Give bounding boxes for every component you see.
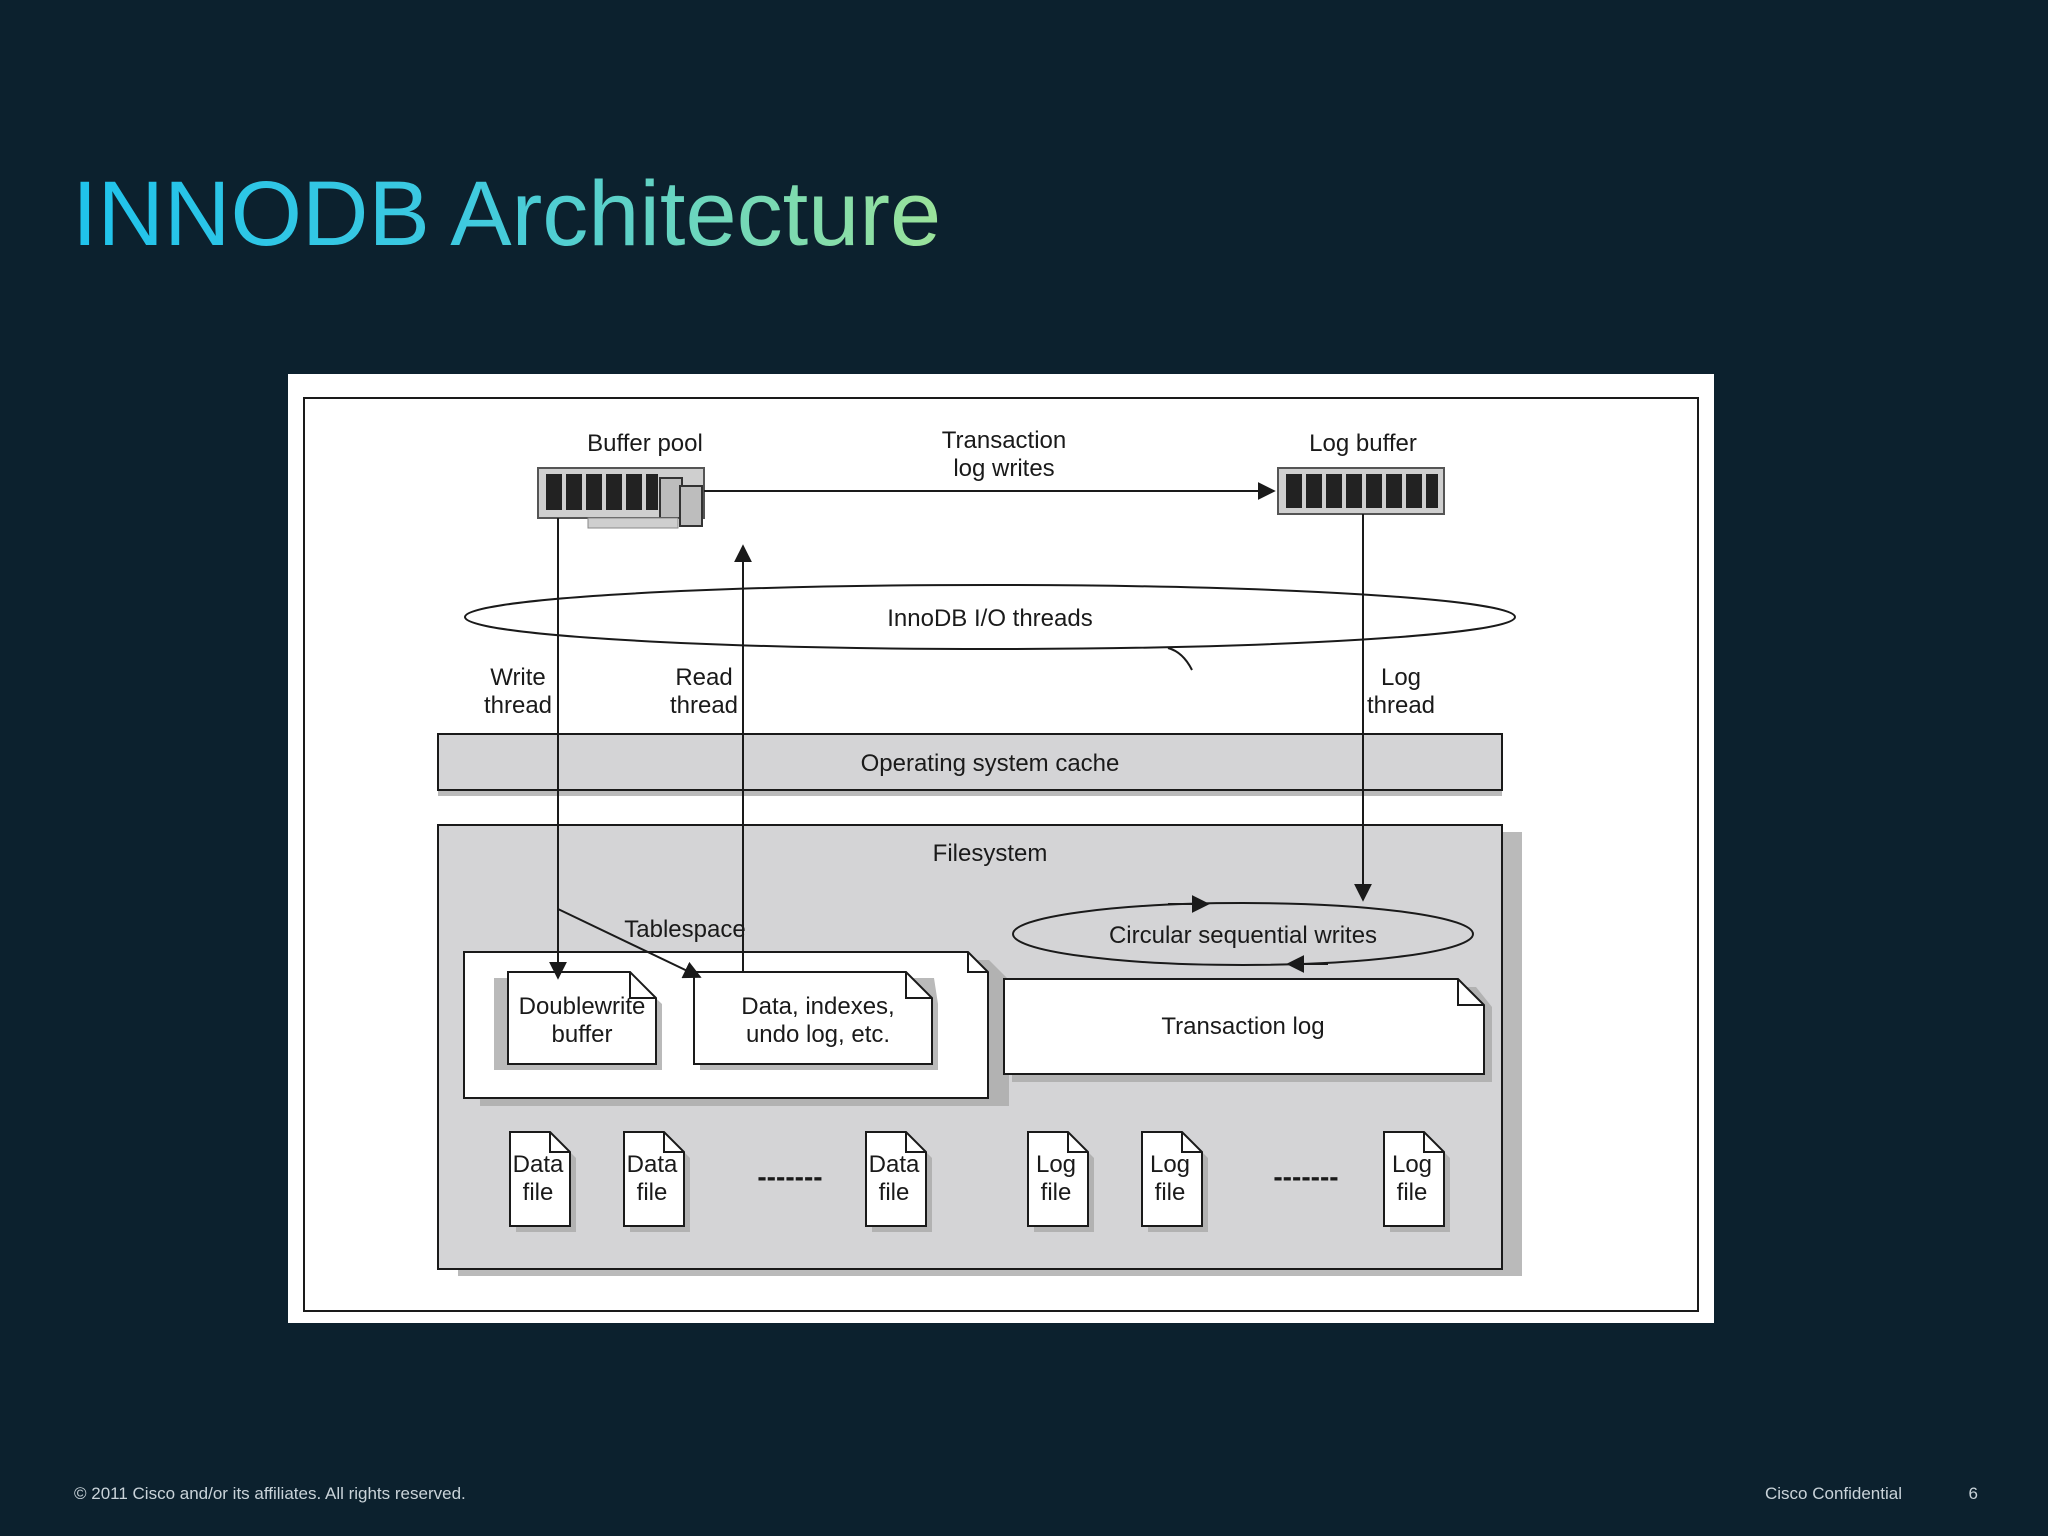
log-buffer-icon [1277,467,1445,515]
slide-title: INNODB Architecture [72,163,942,265]
log-file-1-label-line2: file [1041,1179,1072,1206]
write-to-data-arrow [557,908,702,979]
doublewrite-buffer-label-line2: buffer [552,1021,613,1048]
data-file-1-label-line2: file [523,1179,554,1206]
io-threads-ellipse [464,584,1516,650]
log-file-2: Log file [1141,1131,1208,1232]
data-file-2-label-line1: Data [627,1151,678,1178]
buffer-pool-label: Buffer pool [587,430,703,457]
data-file-3-label-line2: file [879,1179,910,1206]
filesystem-label: Filesystem [933,840,1048,867]
write-thread-label-line1: Write [490,664,546,691]
data-file-2: Data file [623,1131,690,1232]
data-files-ellipsis: ------- [757,1161,822,1192]
tablespace-label: Tablespace [624,916,745,943]
data-indexes-box [693,971,933,1065]
log-file-1-label-line1: Log [1036,1151,1076,1178]
os-cache-label: Operating system cache [861,750,1120,777]
page-number: 6 [1968,1484,1978,1503]
data-indexes-label-line2: undo log, etc. [746,1021,890,1048]
innodb-architecture-diagram: Buffer pool Transaction log writes Log b… [288,374,1714,1323]
transaction-log-box [1003,978,1485,1075]
log-thread-label-line2: thread [1367,692,1435,719]
read-thread-label-line1: Read [675,664,732,691]
transaction-log-writes-label-line1: Transaction [942,427,1067,454]
log-thread-label-line1: Log [1381,664,1421,691]
data-file-1-label-line1: Data [513,1151,564,1178]
data-file-3-label-line1: Data [869,1151,920,1178]
transaction-log-label: Transaction log [1161,1013,1324,1040]
log-files-ellipsis: ------- [1273,1161,1338,1192]
log-file-3-label-line1: Log [1392,1151,1432,1178]
data-file-2-label-line2: file [637,1179,668,1206]
data-file-3: Data file [865,1131,932,1232]
circular-writes-ellipse [1012,902,1474,966]
copyright-text: © 2011 Cisco and/or its affiliates. All … [74,1484,466,1503]
data-indexes-label-line1: Data, indexes, [741,993,894,1020]
io-threads-label: InnoDB I/O threads [887,605,1092,632]
doublewrite-buffer-label-line1: Doublewrite [519,993,646,1020]
log-file-3-label-line2: file [1397,1179,1428,1206]
data-file-1: Data file [509,1131,576,1232]
log-file-2-label-line1: Log [1150,1151,1190,1178]
circular-writes-label: Circular sequential writes [1109,922,1377,949]
log-file-1: Log file [1027,1131,1094,1232]
transaction-log-writes-label-line2: log writes [953,455,1054,482]
write-thread-label-line2: thread [484,692,552,719]
log-buffer-label: Log buffer [1309,430,1417,457]
log-file-2-label-line2: file [1155,1179,1186,1206]
read-thread-label-line2: thread [670,692,738,719]
buffer-pool-icon [537,467,705,529]
confidential-label: Cisco Confidential [1764,1484,1902,1503]
log-file-3: Log file [1383,1131,1450,1232]
os-cache-box [437,733,1503,791]
doublewrite-buffer-box [507,971,657,1065]
